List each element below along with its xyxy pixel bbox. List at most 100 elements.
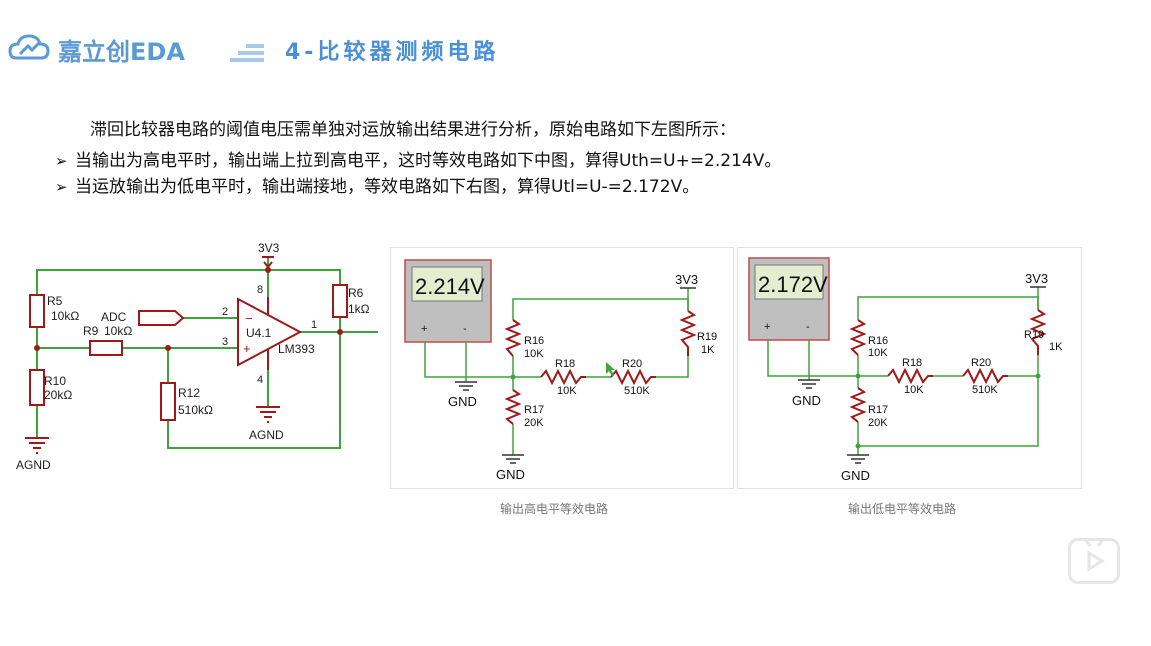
right-caption: 输出低电平等效电路: [848, 502, 957, 516]
r17-label: R17: [868, 404, 888, 416]
r12-label: R12: [178, 386, 200, 400]
logo: 嘉立创EDA: [8, 30, 268, 70]
r19-value: 1K: [1049, 341, 1063, 353]
logo-text: 嘉立创EDA: [58, 38, 185, 66]
meter-plus: +: [421, 323, 427, 335]
pin2-label: 2: [222, 306, 228, 318]
r16-resistor: [849, 319, 867, 356]
r17-label: R17: [524, 404, 544, 416]
mid-circuit-diagram: 2.214V + - 3V3 R16 10K R17 20K R18 10K: [404, 259, 717, 482]
r5-value: 10kΩ: [51, 309, 79, 323]
pin1-label: 1: [311, 319, 317, 331]
mid-circuit-panel: 2.214V + - 3V3 R16 10K R17 20K R18 10K: [390, 247, 734, 489]
agnd-chip-label: AGND: [249, 428, 284, 442]
r9-value: 10kΩ: [104, 324, 132, 338]
supply-label: 3V3: [675, 272, 698, 287]
opamp-symbol: [237, 297, 303, 367]
logo-stripes: [230, 44, 264, 62]
left-circuit-diagram: 3V3 R5 10kΩ R9 10kΩ ADC R10 20kΩ R12 510…: [16, 241, 378, 472]
r6-resistor: [332, 284, 348, 318]
r10-resistor: [29, 369, 45, 406]
r17-value: 20K: [868, 417, 888, 429]
bullet-item: ➢ 当运放输出为低电平时，输出端接地，等效电路如下右图，算得Utl=U-=2.17…: [55, 172, 699, 197]
gnd-bottom-label: GND: [841, 468, 870, 483]
mid-caption: 输出高电平等效电路: [500, 502, 609, 516]
play-button[interactable]: [1068, 538, 1120, 584]
r18-value: 10K: [557, 385, 577, 397]
meter-reading: 2.172V: [758, 272, 828, 297]
gnd-meter-symbol: [455, 381, 477, 391]
r12-resistor: [160, 382, 176, 421]
r20-resistor: [962, 367, 1008, 385]
meter-reading: 2.214V: [415, 274, 485, 299]
r17-value: 20K: [524, 417, 544, 429]
supply-label: 3V3: [1025, 271, 1048, 286]
pin3-label: 3: [222, 336, 228, 348]
r16-label: R16: [868, 335, 888, 347]
r5-label: R5: [47, 294, 63, 308]
r10-label: R10: [44, 374, 66, 388]
r18-label: R18: [902, 357, 922, 369]
r5-resistor: [29, 294, 45, 328]
r16-resistor: [504, 319, 522, 357]
r10-value: 20kΩ: [44, 388, 72, 402]
r20-value: 510K: [624, 385, 650, 397]
gnd-meter-symbol: [798, 379, 820, 389]
r19-resistor: [679, 310, 697, 356]
r12-value: 510kΩ: [178, 403, 213, 417]
r19-label: R19: [697, 331, 717, 343]
r19-value: 1K: [701, 344, 715, 356]
r19-label: R19: [1024, 329, 1044, 341]
arrow-bullet-icon: ➢: [55, 178, 68, 196]
r18-resistor: [887, 367, 933, 385]
r9-resistor: [89, 340, 123, 356]
meter-minus: -: [806, 321, 810, 333]
adc-port: [138, 310, 185, 326]
r18-value: 10K: [904, 384, 924, 396]
agnd-chip-symbol: [256, 406, 280, 423]
r18-resistor: [540, 368, 586, 386]
meter-minus: -: [463, 323, 467, 335]
opamp-plus: +: [243, 341, 251, 356]
r18-label: R18: [555, 358, 575, 370]
bullet-text: 当运放输出为低电平时，输出端接地，等效电路如下右图，算得Utl=U-=2.172…: [75, 177, 700, 197]
r20-resistor: [610, 368, 656, 386]
gnd-bottom-label: GND: [496, 467, 525, 482]
r20-label: R20: [971, 357, 991, 369]
gnd-bottom-symbol: [847, 454, 869, 464]
page-title: 4-比较器测频电路: [285, 40, 500, 65]
gnd-meter-label: GND: [792, 393, 821, 408]
r20-value: 510K: [972, 384, 998, 396]
adc-label: ADC: [101, 310, 127, 324]
r19-resistor: [1029, 309, 1047, 355]
pin4-label: 4: [257, 374, 263, 386]
supply-label: 3V3: [258, 241, 280, 255]
r16-value: 10K: [524, 348, 544, 360]
bullet-item: ➢ 当输出为高电平时，输出端上拉到高电平，这时等效电路如下中图，算得Uth=U+=…: [55, 146, 781, 171]
arrow-bullet-icon: ➢: [55, 152, 68, 170]
r17-resistor: [849, 387, 867, 423]
play-button-icon: [1083, 538, 1105, 572]
r16-label: R16: [524, 335, 544, 347]
lm393-label: LM393: [278, 342, 315, 356]
cloud-logo-icon: [8, 34, 50, 60]
mouse-cursor-icon: [606, 362, 615, 376]
right-circuit-diagram: 2.172V + - 3V3 R16 10K R17 20K R18 10: [748, 257, 1063, 483]
pin8-label: 8: [257, 284, 263, 296]
right-circuit-panel: 2.172V + - 3V3 R16 10K R17 20K R18 10: [737, 247, 1082, 489]
agnd-left-label: AGND: [16, 458, 51, 472]
u41-label: U4.1: [246, 326, 272, 340]
r20-label: R20: [622, 358, 642, 370]
r6-label: R6: [348, 286, 364, 300]
r6-value: 1kΩ: [348, 302, 370, 316]
r17-resistor: [504, 389, 522, 425]
opamp-minus: −: [245, 311, 253, 326]
gnd-bottom-symbol: [502, 454, 524, 464]
r9-label: R9: [83, 324, 99, 338]
intro-text: 滞回比较器电路的阈值电压需单独对运放输出结果进行分析，原始电路如下左图所示：: [90, 120, 736, 140]
meter-plus: +: [764, 321, 770, 333]
agnd-left-symbol: [25, 437, 49, 454]
bullet-text: 当输出为高电平时，输出端上拉到高电平，这时等效电路如下中图，算得Uth=U+=2…: [75, 151, 782, 171]
r16-value: 10K: [868, 347, 888, 359]
gnd-meter-label: GND: [448, 394, 477, 409]
